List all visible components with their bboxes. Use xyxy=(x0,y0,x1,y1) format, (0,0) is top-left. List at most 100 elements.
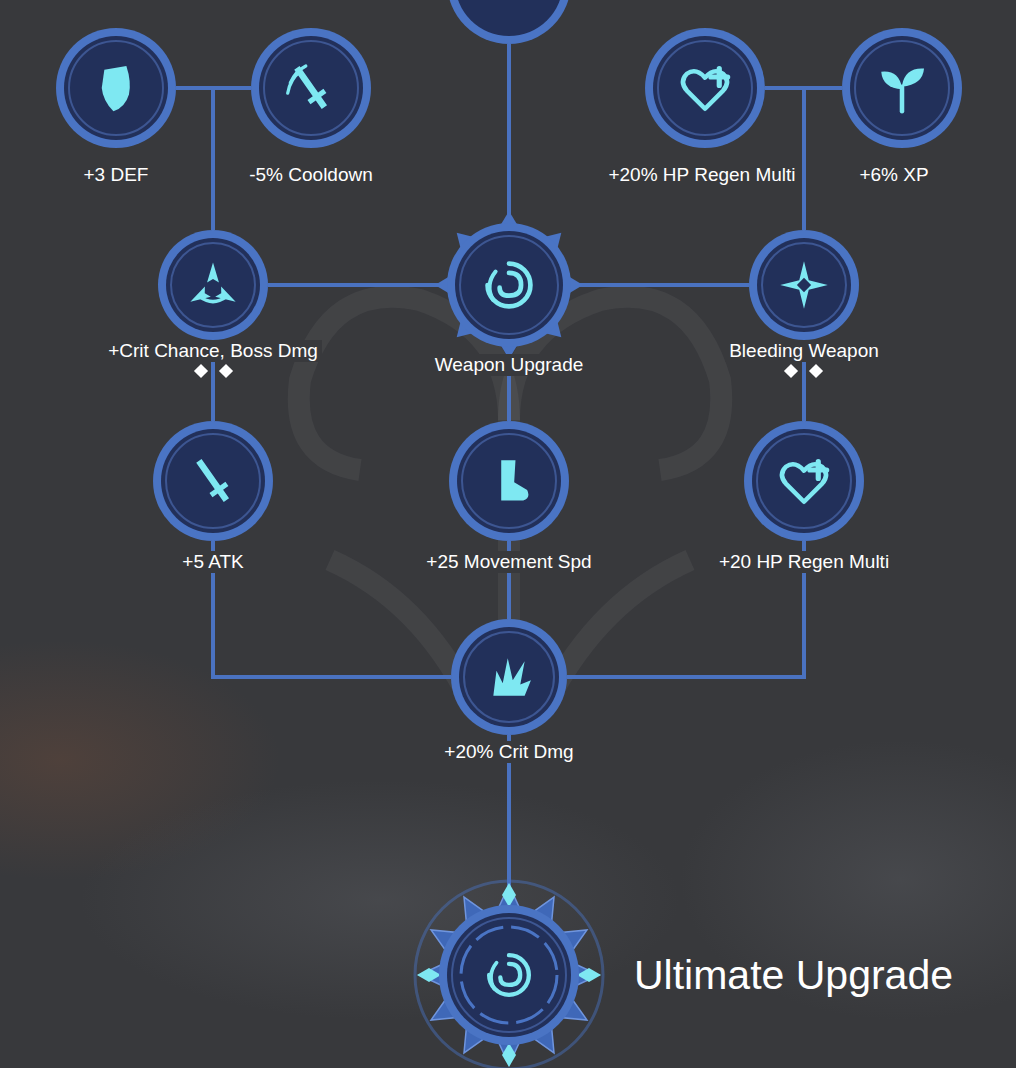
node-core xyxy=(166,238,260,332)
frame-gem xyxy=(502,883,516,907)
node-core xyxy=(447,913,571,1037)
ultimate-node: Ultimate Upgrade xyxy=(439,905,579,1045)
skill-icon xyxy=(780,261,828,309)
node-core xyxy=(455,231,563,339)
skill-circle-art xyxy=(415,881,603,1068)
icon-stroke xyxy=(881,72,902,90)
rank-diamond xyxy=(809,364,823,378)
skill-label: Weapon Upgrade xyxy=(431,354,588,376)
skill-label: +3 DEF xyxy=(80,164,153,186)
inner-ring xyxy=(461,927,557,1023)
halo-ring xyxy=(415,881,603,1068)
skill-node: +5 ATK xyxy=(153,421,273,541)
icon-stroke xyxy=(500,964,520,985)
skill-node: +6% XP xyxy=(842,28,962,148)
skill-circle xyxy=(447,223,571,347)
skill-icon xyxy=(187,262,238,306)
node-core xyxy=(161,429,265,533)
skill-icon xyxy=(881,68,924,111)
connector-line xyxy=(571,283,749,287)
skill-circle xyxy=(158,230,268,340)
icon-stroke xyxy=(711,69,728,86)
skill-node: +20% Crit Dmg xyxy=(451,619,567,735)
inner-ring xyxy=(462,434,556,528)
top-partial-node xyxy=(447,0,571,44)
skill-icon xyxy=(102,66,130,111)
frame-gem xyxy=(417,968,441,982)
node-ring xyxy=(842,28,962,148)
node-ring xyxy=(447,0,571,44)
frame-gem xyxy=(502,1043,516,1067)
icon-stroke xyxy=(491,963,497,989)
node-ring xyxy=(56,28,176,148)
skill-node: +3 DEF xyxy=(56,28,176,148)
connector-line xyxy=(213,541,451,677)
icon-stroke xyxy=(500,273,521,296)
inner-ring xyxy=(264,41,358,135)
icon-stroke xyxy=(200,297,226,302)
skill-circle xyxy=(749,230,859,340)
skill-circle-art xyxy=(158,230,268,340)
node-ring xyxy=(447,223,571,347)
icon-stroke xyxy=(488,264,531,307)
node-core xyxy=(64,36,168,140)
background-glow xyxy=(80,780,680,1020)
icon-stroke xyxy=(900,87,905,112)
node-ring xyxy=(439,905,579,1045)
skill-label: +20% HP Regen Multi xyxy=(604,164,799,186)
skill-node: +20% HP Regen Multi xyxy=(645,28,765,148)
skill-circle xyxy=(449,421,569,541)
node-core xyxy=(459,627,559,727)
skill-circle xyxy=(153,421,273,541)
node-ring xyxy=(451,619,567,735)
icon-stroke xyxy=(780,261,828,309)
connector-line xyxy=(507,44,511,216)
inner-ring xyxy=(166,434,260,528)
inner-ring xyxy=(757,434,851,528)
icon-stroke xyxy=(493,658,531,696)
skill-circle xyxy=(56,28,176,148)
node-core xyxy=(653,36,757,140)
skill-circle-art xyxy=(435,211,583,359)
skill-circle xyxy=(251,28,371,148)
node-core xyxy=(259,36,363,140)
icon-stroke xyxy=(207,262,219,282)
skill-label: +6% XP xyxy=(855,164,932,186)
node-ring xyxy=(749,230,859,340)
skill-circle xyxy=(645,28,765,148)
inner-ring xyxy=(762,243,846,327)
skill-node: Bleeding Weapon xyxy=(749,230,859,340)
inner-ring xyxy=(464,632,554,722)
skill-label: +5 ATK xyxy=(178,551,247,573)
skill-label: +25 Movement Spd xyxy=(422,551,595,573)
skill-circle xyxy=(744,421,864,541)
node-core xyxy=(457,429,561,533)
connector-line xyxy=(804,88,842,230)
node-ring xyxy=(645,28,765,148)
skill-circle xyxy=(439,905,579,1045)
rank-diamond xyxy=(219,364,233,378)
skill-circle-art xyxy=(451,619,567,735)
node-core xyxy=(455,0,563,36)
skill-circle xyxy=(842,28,962,148)
icon-stroke xyxy=(902,68,924,86)
inner-ring xyxy=(171,243,255,327)
skill-circle xyxy=(451,619,567,735)
skill-label: +20 HP Regen Multi xyxy=(715,551,893,573)
skill-circle-art xyxy=(645,28,765,148)
node-ring xyxy=(158,230,268,340)
connector-line xyxy=(176,88,213,230)
node-ring xyxy=(251,28,371,148)
icon-stroke xyxy=(489,272,495,300)
rank-diamond xyxy=(784,364,798,378)
icon-stroke xyxy=(102,66,130,111)
skill-label: +20% Crit Dmg xyxy=(440,741,577,763)
node-ring xyxy=(153,421,273,541)
inner-ring xyxy=(452,918,566,1032)
skill-icon xyxy=(489,955,529,995)
frame-gem xyxy=(577,968,601,982)
inner-ring xyxy=(658,41,752,135)
skill-icon xyxy=(191,455,234,505)
icon-stroke xyxy=(810,462,827,479)
inner-ring xyxy=(460,236,558,334)
